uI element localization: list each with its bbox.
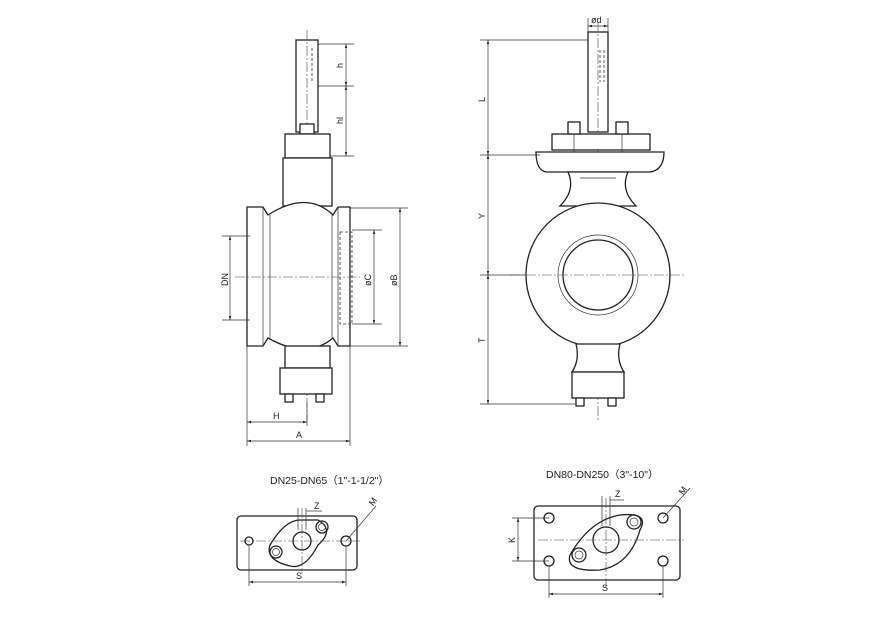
dim-label-A: A: [296, 430, 302, 440]
dim-label-od: ød: [591, 15, 602, 25]
caption-dn80-dn250: DN80-DN250（3"-10"）: [546, 469, 659, 481]
dim-label-T: T: [477, 337, 487, 343]
dim-label-L: L: [477, 97, 487, 102]
side-view: [222, 30, 408, 446]
dim-label-m-large: M: [677, 485, 689, 497]
front-view: [480, 18, 686, 420]
dim-label-oc: øC: [363, 274, 373, 286]
dim-label-hl: hl: [335, 117, 345, 124]
dim-label-k: K: [507, 537, 517, 543]
dim-label-z-large: Z: [615, 489, 621, 499]
dim-label-dn: DN: [220, 273, 230, 286]
dim-label-H: H: [273, 411, 280, 421]
dim-label-h: h: [335, 63, 345, 68]
dim-label-s-large: S: [602, 583, 608, 593]
flange-detail-large: [512, 487, 691, 598]
dim-label-ob: øB: [389, 274, 399, 286]
dim-label-z-small: Z: [314, 501, 320, 511]
dim-label-Y: Y: [477, 213, 487, 219]
dim-label-s-small: S: [296, 571, 302, 581]
dim-label-m-small: M: [367, 496, 379, 508]
caption-dn25-dn65: DN25-DN65（1"-1-1/2"）: [270, 475, 389, 487]
flange-detail-small: [236, 505, 377, 586]
